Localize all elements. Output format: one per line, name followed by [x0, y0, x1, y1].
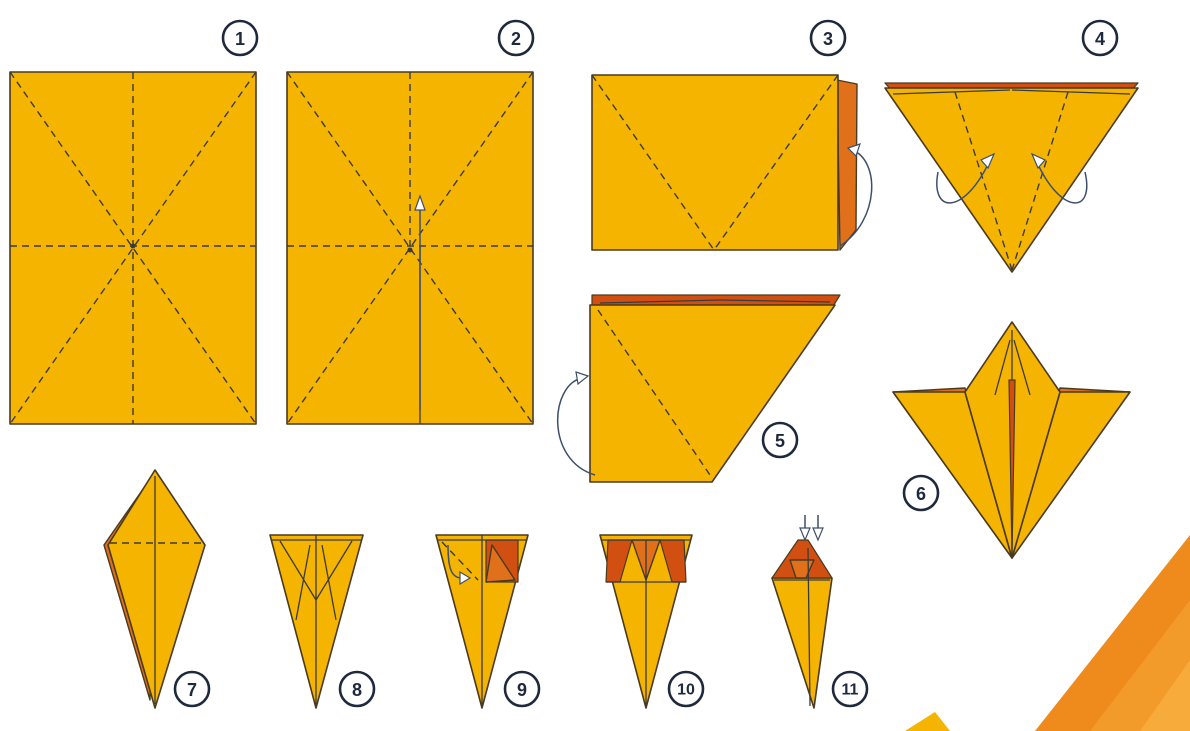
step-9-badge: 9 [505, 672, 539, 706]
step-number: 2 [511, 29, 521, 49]
step-number: 6 [916, 484, 926, 504]
step-number: 9 [517, 680, 527, 700]
step-4-badge: 4 [1083, 21, 1117, 55]
step-number: 7 [187, 680, 197, 700]
step-number: 3 [823, 29, 833, 49]
step-number: 10 [677, 682, 695, 699]
step-2-badge: 2 [499, 21, 533, 55]
step-11-badge: 11 [833, 672, 867, 706]
step-11-diagram [772, 515, 832, 708]
paper-triangle [885, 88, 1138, 272]
step-number: 11 [842, 682, 859, 699]
step-1-badge: 1 [223, 21, 257, 55]
step-6-diagram [893, 322, 1130, 558]
step-7-badge: 7 [175, 672, 209, 706]
step-number: 1 [235, 29, 245, 49]
step-3-badge: 3 [811, 21, 845, 55]
step-6-badge: 6 [904, 476, 938, 510]
step-5-diagram [558, 295, 840, 482]
step-number: 8 [352, 680, 362, 700]
orange-corner-decoration [905, 535, 1190, 731]
step-number: 4 [1095, 29, 1105, 49]
step-4-diagram [885, 83, 1138, 272]
step-3-diagram [592, 75, 872, 250]
step-2-diagram [287, 72, 533, 424]
step-1-diagram [10, 72, 256, 424]
paper-cone [772, 578, 832, 708]
step-5-badge: 5 [763, 423, 797, 457]
step-10-badge: 10 [669, 672, 703, 706]
paper-trapezoid [590, 305, 835, 482]
paper-rectangle [592, 75, 838, 250]
step-8-badge: 8 [340, 672, 374, 706]
step-number: 5 [775, 431, 785, 451]
